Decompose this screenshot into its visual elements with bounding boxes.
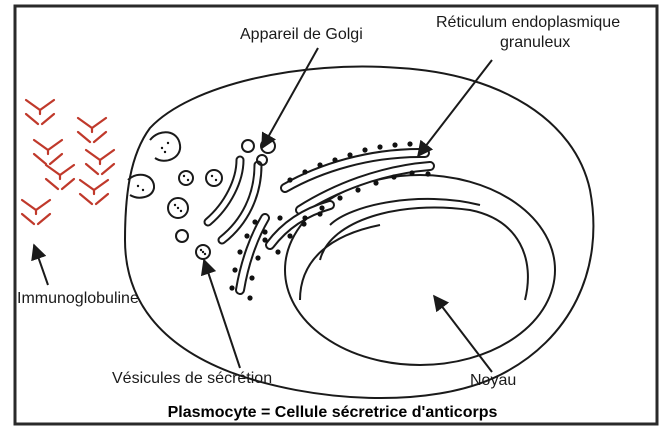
figure-border	[15, 6, 657, 424]
antibody-icon	[26, 100, 54, 124]
arrow-reticulum	[418, 60, 492, 156]
label-noyau: Noyau	[470, 372, 516, 390]
antibody-group	[22, 100, 114, 224]
antibody-icon	[34, 140, 62, 164]
label-golgi: Appareil de Golgi	[240, 26, 363, 44]
antibody-icon	[86, 150, 114, 174]
arrow-immunoglobuline	[34, 245, 48, 285]
antibody-icon	[80, 180, 108, 204]
membrane-exocytosis	[128, 132, 180, 197]
cell-membrane	[125, 67, 593, 399]
label-arrows	[34, 48, 492, 372]
label-reticulum-line2: granuleux	[500, 34, 570, 52]
figure-caption: Plasmocyte = Cellule sécretrice d'antico…	[0, 404, 665, 422]
label-reticulum-line1: Réticulum endoplasmique	[436, 14, 620, 32]
label-vesicules: Vésicules de sécrétion	[112, 370, 272, 388]
secretory-vesicles	[137, 142, 222, 259]
antibody-icon	[22, 200, 50, 224]
arrow-vesicules	[204, 260, 240, 368]
label-immunoglobuline: Immunoglobuline	[17, 290, 139, 308]
antibody-icon	[46, 165, 74, 189]
antibody-icon	[78, 118, 106, 142]
arrow-golgi	[262, 48, 318, 148]
